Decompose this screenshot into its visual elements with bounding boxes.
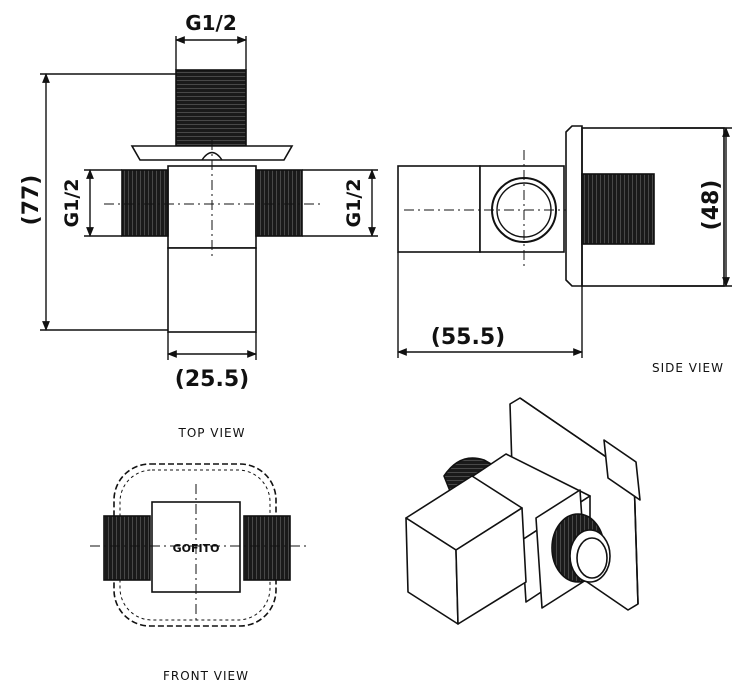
dim-side-height: (48) — [699, 180, 724, 231]
brand-logo: GOFITO — [173, 542, 220, 555]
top-view — [104, 69, 320, 333]
dim-body-width: (25.5) — [175, 367, 249, 392]
top-thread — [175, 69, 247, 147]
side-flange — [565, 125, 583, 287]
side-handle — [397, 165, 481, 253]
dim-top-thread: G1/2 — [185, 11, 237, 35]
front-view — [90, 463, 306, 627]
dim-right-thread: G1/2 — [343, 179, 365, 228]
top-handle — [167, 247, 257, 333]
front-left-thread — [103, 515, 151, 581]
dim-left-thread: G1/2 — [61, 179, 83, 228]
label-top-view: TOP VIEW — [177, 426, 245, 440]
side-dimensions — [397, 127, 732, 358]
label-side-view: SIDE VIEW — [652, 361, 724, 375]
side-thread — [581, 173, 655, 245]
isometric-view — [405, 397, 641, 625]
label-front-view: FRONT VIEW — [163, 669, 249, 683]
dim-side-length: (55.5) — [431, 325, 505, 350]
right-thread — [255, 169, 303, 237]
front-right-thread — [243, 515, 291, 581]
side-body — [479, 165, 565, 253]
side-view — [397, 125, 725, 287]
top-dimensions — [40, 36, 378, 360]
left-thread — [121, 169, 169, 237]
dim-overall-height: (77) — [19, 175, 44, 226]
